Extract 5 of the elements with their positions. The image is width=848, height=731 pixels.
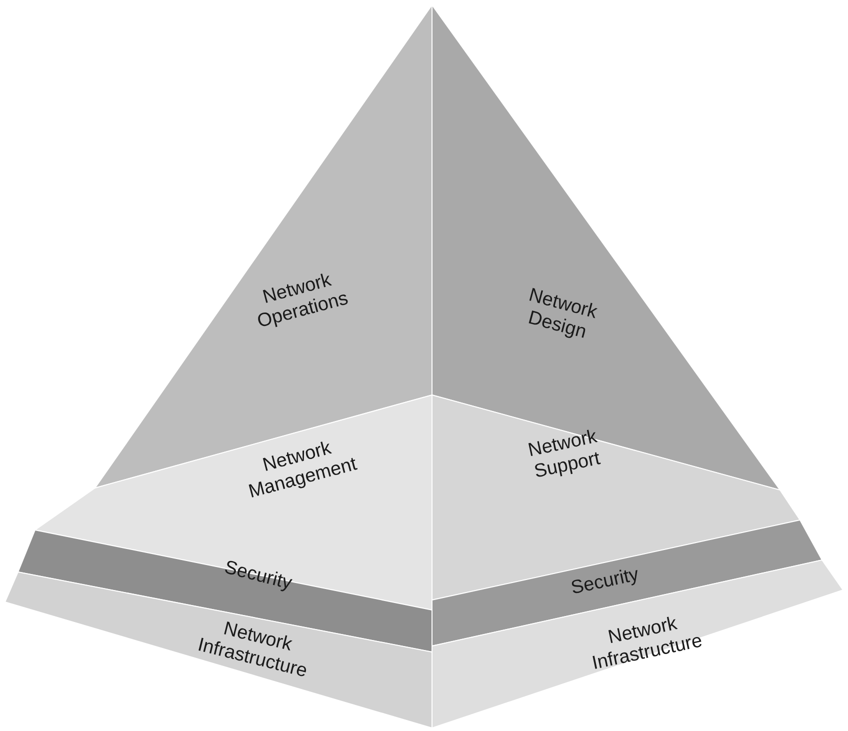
layer-label: Network Support [525,425,603,484]
layer-label: Network Infrastructure [589,612,706,676]
layer-label: Security [568,563,642,601]
layer-label: Network Design [525,284,600,345]
layer-label: Security [221,556,295,596]
